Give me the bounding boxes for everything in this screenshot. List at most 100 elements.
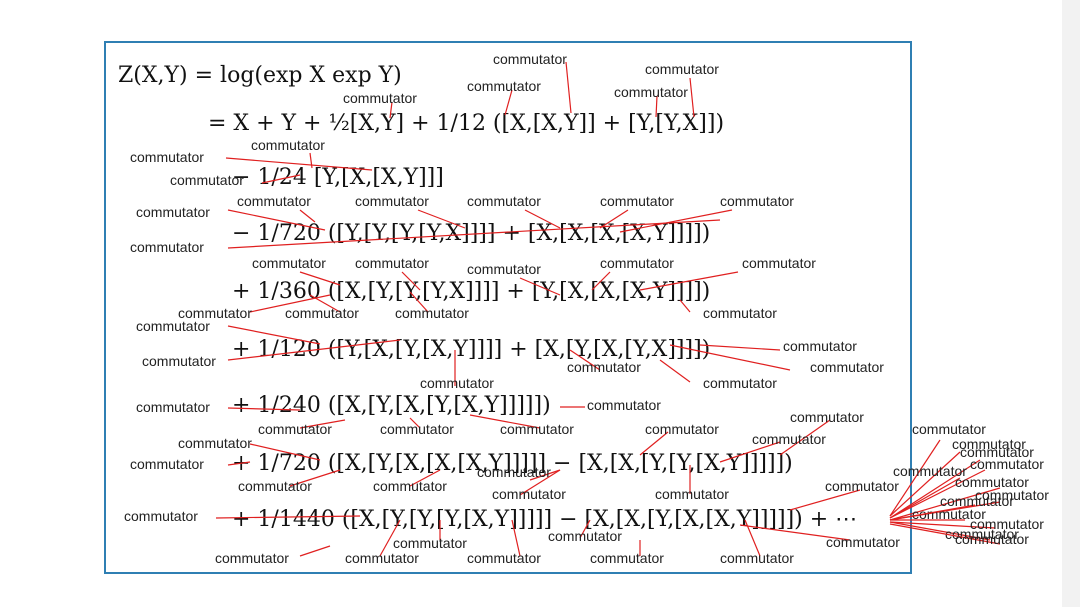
commutator-label: commutator <box>285 305 359 321</box>
commutator-label: commutator <box>790 409 864 425</box>
formula-line-1: Z(X,Y) = log(exp X exp Y) <box>118 63 402 88</box>
commutator-leader-line <box>215 515 361 519</box>
commutator-leader-line <box>409 417 421 429</box>
commutator-label: commutator <box>952 436 1026 452</box>
commutator-label: commutator <box>703 375 777 391</box>
commutator-label: commutator <box>752 431 826 447</box>
commutator-leader-line <box>889 504 976 521</box>
commutator-label: commutator <box>614 84 688 100</box>
formula-line-8: + 1/720 ([X,[Y,[X,[X,[X,Y]]]]] − [X,[X,[… <box>232 451 793 476</box>
commutator-label: commutator <box>567 359 641 375</box>
commutator-label: commutator <box>825 478 899 494</box>
commutator-leader-line <box>511 519 521 557</box>
commutator-label: commutator <box>373 478 447 494</box>
commutator-leader-line <box>579 519 591 539</box>
commutator-label: commutator <box>238 478 312 494</box>
commutator-label: commutator <box>467 550 541 566</box>
commutator-leader-line <box>639 271 739 291</box>
commutator-leader-line <box>689 77 695 118</box>
commutator-leader-line <box>524 209 561 229</box>
commutator-leader-line <box>639 431 669 456</box>
commutator-leader-line <box>779 419 831 456</box>
commutator-leader-line <box>739 524 851 541</box>
commutator-leader-line <box>227 325 321 345</box>
commutator-label: commutator <box>955 474 1029 490</box>
commutator-leader-line <box>227 461 251 466</box>
commutator-label: commutator <box>600 255 674 271</box>
commutator-leader-line <box>401 271 421 291</box>
commutator-label: commutator <box>960 444 1034 460</box>
commutator-leader-line <box>679 299 691 313</box>
commutator-label: commutator <box>345 550 419 566</box>
commutator-label: commutator <box>130 149 204 165</box>
commutator-leader-line <box>299 545 331 557</box>
commutator-leader-line <box>519 277 561 296</box>
commutator-leader-line <box>504 89 513 116</box>
commutator-label: commutator <box>493 51 567 67</box>
commutator-label: commutator <box>420 375 494 391</box>
commutator-label: commutator <box>703 305 777 321</box>
commutator-leader-line <box>409 469 441 487</box>
formula-line-9: + 1/1440 ([X,[Y,[Y,[Y,[X,Y]]]]] − [X,[X,… <box>232 507 857 532</box>
commutator-leader-line <box>889 439 941 517</box>
commutator-label: commutator <box>587 397 661 413</box>
commutator-leader-line <box>669 344 791 371</box>
formula-line-3: − 1/24 [Y,[X,[X,Y]]] <box>232 165 444 190</box>
commutator-leader-line <box>699 344 781 351</box>
commutator-label: commutator <box>178 435 252 451</box>
commutator-leader-line <box>789 489 861 511</box>
commutator-leader-line <box>249 443 321 461</box>
commutator-label: commutator <box>810 359 884 375</box>
commutator-label: commutator <box>720 550 794 566</box>
commutator-label: commutator <box>136 399 210 415</box>
commutator-leader-line <box>591 271 611 291</box>
commutator-leader-line <box>889 477 961 519</box>
commutator-leader-line <box>659 359 691 383</box>
formula-frame <box>104 41 912 574</box>
commutator-label: commutator <box>467 261 541 277</box>
commutator-leader-line <box>389 101 393 119</box>
commutator-label: commutator <box>655 486 729 502</box>
commutator-leader-line <box>289 469 341 487</box>
commutator-label: commutator <box>645 421 719 437</box>
commutator-leader-line <box>889 451 961 517</box>
commutator-label: commutator <box>178 305 252 321</box>
commutator-leader-line <box>519 469 561 496</box>
commutator-leader-line <box>261 174 301 184</box>
commutator-label: commutator <box>600 193 674 209</box>
commutator-annotations: commutatorcommutatorcommutatorcommutator… <box>124 51 1049 566</box>
commutator-label: commutator <box>258 421 332 437</box>
commutator-leader-line <box>227 407 301 411</box>
commutator-leader-line <box>225 157 373 171</box>
commutator-label: commutator <box>467 78 541 94</box>
commutator-label: commutator <box>251 137 325 153</box>
commutator-leader-line <box>619 209 733 233</box>
commutator-label: commutator <box>645 61 719 77</box>
commutator-label: commutator <box>393 535 467 551</box>
commutator-leader-line <box>889 469 986 519</box>
commutator-label: commutator <box>237 193 311 209</box>
commutator-label: commutator <box>955 531 1029 547</box>
commutator-label: commutator <box>720 193 794 209</box>
commutator-label: commutator <box>945 526 1019 542</box>
commutator-leader-line <box>889 487 1001 521</box>
commutator-label: commutator <box>893 463 967 479</box>
commutator-label: commutator <box>492 486 566 502</box>
commutator-label: commutator <box>477 464 551 480</box>
commutator-label: commutator <box>912 421 986 437</box>
commutator-label: commutator <box>826 534 900 550</box>
commutator-leader-line <box>719 441 781 463</box>
commutator-leader-line <box>469 414 541 429</box>
commutator-leader-line <box>889 523 1001 545</box>
scrollbar[interactable] <box>1062 0 1080 607</box>
commutator-label: commutator <box>380 421 454 437</box>
commutator-label: commutator <box>343 90 417 106</box>
commutator-leader-line <box>889 521 996 529</box>
commutator-leader-line <box>227 339 401 361</box>
commutator-label: commutator <box>467 193 541 209</box>
commutator-label: commutator <box>355 255 429 271</box>
commutator-leader-line <box>249 294 331 313</box>
commutator-leader-line <box>299 419 346 429</box>
